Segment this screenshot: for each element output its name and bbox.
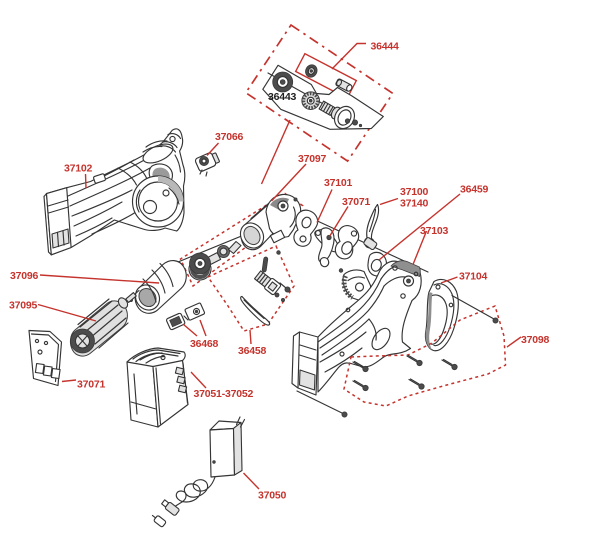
svg-text:37066: 37066: [215, 131, 244, 143]
svg-text:37071: 37071: [77, 379, 106, 391]
svg-text:37104: 37104: [459, 271, 488, 283]
svg-text:36459: 36459: [460, 184, 489, 196]
svg-text:37071: 37071: [342, 196, 371, 208]
svg-text:37095: 37095: [9, 300, 38, 312]
svg-text:37102: 37102: [64, 163, 93, 175]
svg-text:36444: 36444: [371, 41, 400, 53]
svg-text:37050: 37050: [258, 490, 287, 502]
svg-text:37101: 37101: [324, 177, 353, 189]
svg-text:37096: 37096: [10, 270, 39, 282]
svg-text:36458: 36458: [238, 345, 267, 357]
svg-text:37140: 37140: [400, 198, 429, 210]
svg-text:37103: 37103: [420, 225, 449, 237]
svg-text:36443: 36443: [268, 91, 297, 103]
svg-text:37097: 37097: [298, 153, 327, 165]
svg-text:36468: 36468: [190, 338, 219, 350]
svg-text:37098: 37098: [521, 334, 550, 346]
svg-text:37051-37052: 37051-37052: [194, 388, 254, 400]
svg-text:37100: 37100: [400, 186, 429, 198]
